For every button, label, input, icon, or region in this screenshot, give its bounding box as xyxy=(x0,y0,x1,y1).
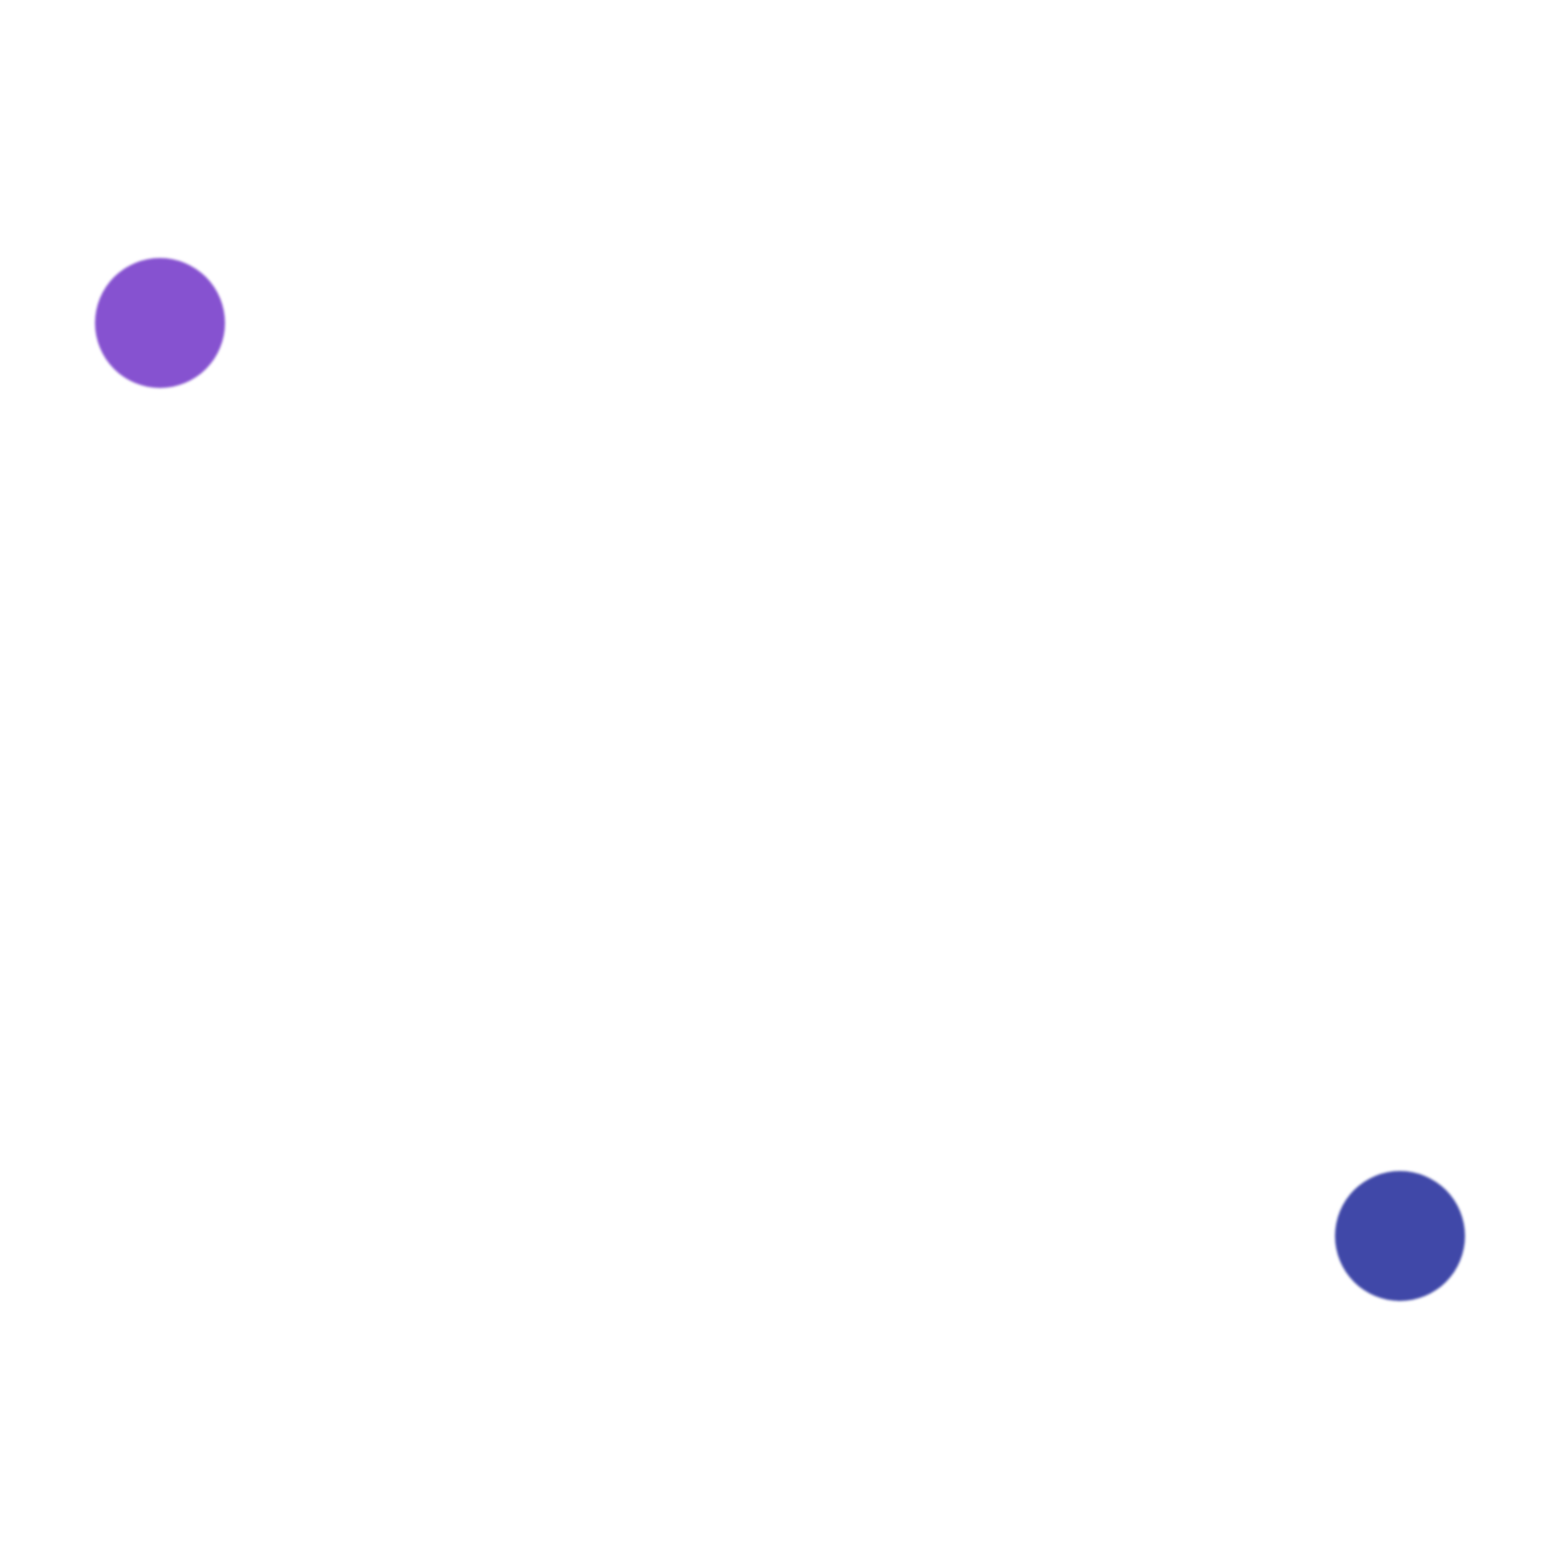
indigo-dot xyxy=(1335,1171,1465,1301)
purple-dot xyxy=(95,258,225,388)
